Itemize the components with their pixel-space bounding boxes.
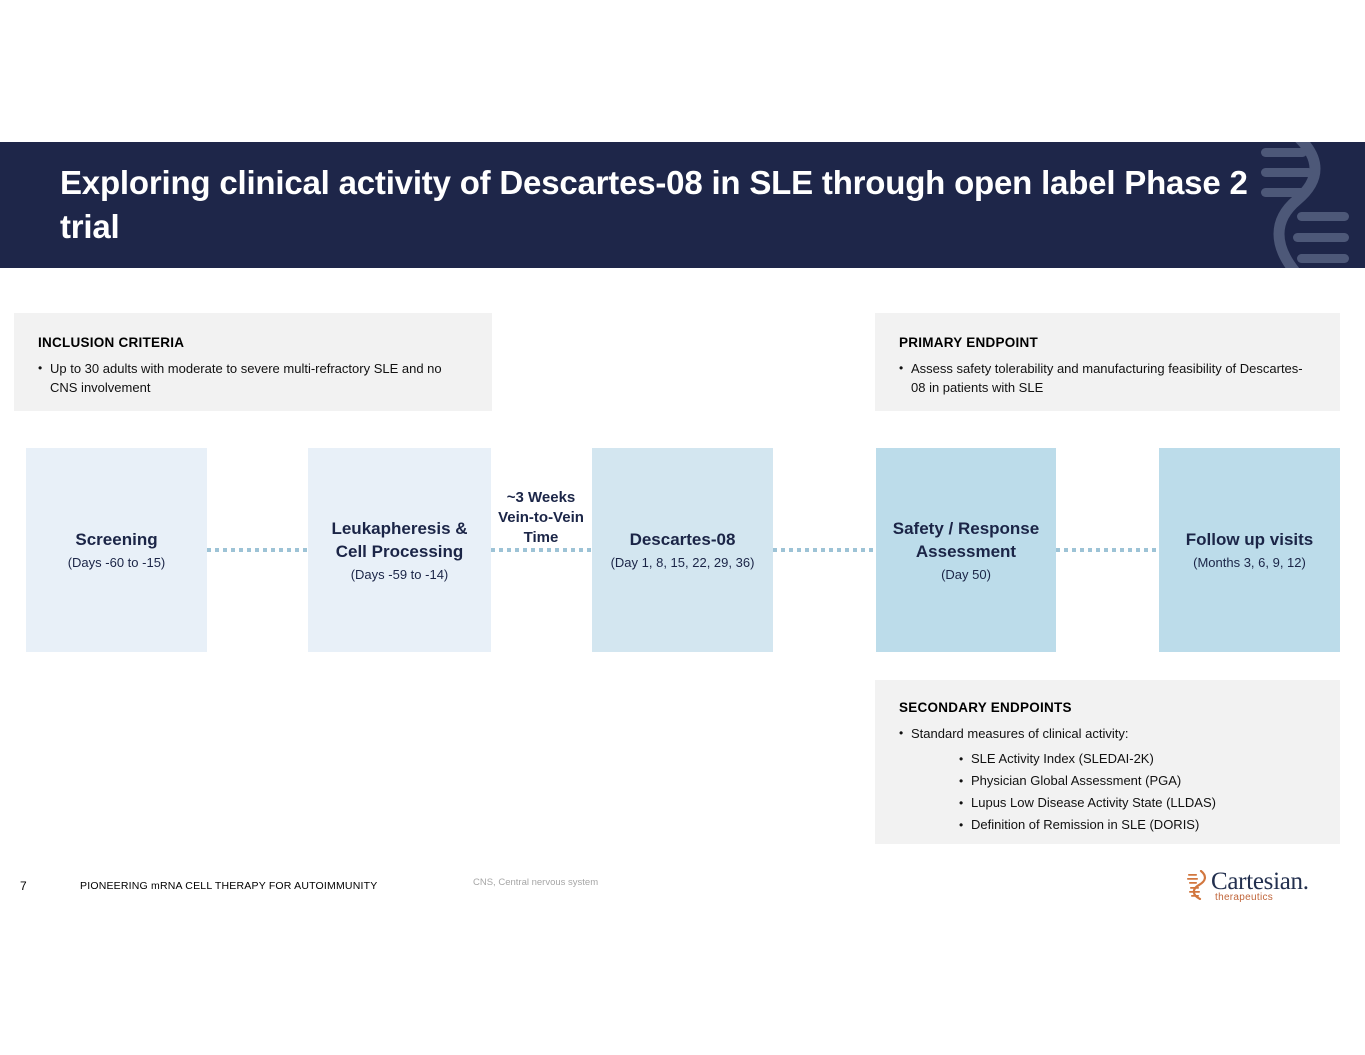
flow-step-subtitle: (Months 3, 6, 9, 12) [1193,555,1306,570]
inclusion-criteria-box: INCLUSION CRITERIA • Up to 30 adults wit… [14,313,492,411]
flow-connector-1 [207,548,308,552]
logo-subtitle: therapeutics [1215,892,1274,903]
secondary-endpoints-sublist: • SLE Activity Index (SLEDAI-2K) • Physi… [899,748,1316,836]
bullet-icon: • [959,774,964,788]
footer-tagline: PIONEERING mRNA CELL THERAPY FOR AUTOIMM… [80,880,378,892]
list-item: • Up to 30 adults with moderate to sever… [38,359,468,397]
bullet-icon: • [899,361,904,375]
flow-step-descartes-08: Descartes-08 (Day 1, 8, 15, 22, 29, 36) [592,448,773,652]
footnote-abbreviation: CNS, Central nervous system [473,877,599,888]
list-item: • Definition of Remission in SLE (DORIS) [899,814,1316,836]
flow-connector-2 [491,548,592,552]
primary-endpoint-box: PRIMARY ENDPOINT • Assess safety tolerab… [875,313,1340,411]
page-number: 7 [20,879,27,893]
flow-step-title: Follow up visits [1185,530,1314,549]
secondary-endpoint-sub-1: Physician Global Assessment (PGA) [971,773,1182,788]
flow-step-safety-response-assessment: Safety / Response Assessment (Day 50) [876,448,1056,652]
secondary-endpoints-lead-bullet: Standard measures of clinical activity: [911,726,1129,741]
flow-step-subtitle: (Day 50) [941,566,991,582]
logo-wordmark: Cartesian. [1211,868,1309,895]
inclusion-criteria-bullet-0: Up to 30 adults with moderate to severe … [50,361,442,395]
list-item: • SLE Activity Index (SLEDAI-2K) [899,748,1316,770]
secondary-endpoints-box: SECONDARY ENDPOINTS • Standard measures … [875,680,1340,844]
flow-step-screening: Screening (Days -60 to -15) [26,448,207,652]
secondary-endpoint-sub-0: SLE Activity Index (SLEDAI-2K) [971,751,1154,766]
flow-step-title: Leukapheresis & Cell Processing [331,518,468,561]
list-item: • Physician Global Assessment (PGA) [899,770,1316,792]
flow-step-subtitle: (Day 1, 8, 15, 22, 29, 36) [610,555,755,570]
flow-connector-4 [1056,548,1159,552]
secondary-endpoints-heading: SECONDARY ENDPOINTS [899,700,1072,715]
flow-step-title: Safety / Response Assessment [892,518,1040,561]
flow-step-subtitle: (Days -60 to -15) [67,555,166,570]
flow-step-follow-up-visits: Follow up visits (Months 3, 6, 9, 12) [1159,448,1340,652]
slide-header-banner: Exploring clinical activity of Descartes… [0,142,1365,268]
flow-step-leukapheresis: Leukapheresis & Cell Processing (Days -5… [308,448,491,652]
inclusion-criteria-heading: INCLUSION CRITERIA [38,335,185,350]
list-item: • Standard measures of clinical activity… [899,724,1316,743]
secondary-endpoint-sub-2: Lupus Low Disease Activity State (LLDAS) [971,795,1216,810]
secondary-endpoint-sub-3: Definition of Remission in SLE (DORIS) [971,817,1200,832]
flow-step-title: Screening [75,530,158,549]
bullet-icon: • [959,752,964,766]
flow-step-subtitle: (Days -59 to -14) [350,566,449,582]
list-item: • Lupus Low Disease Activity State (LLDA… [899,792,1316,814]
bullet-icon: • [38,361,43,375]
list-item: • Assess safety tolerability and manufac… [899,359,1316,397]
bullet-icon: • [959,818,964,832]
cartesian-helix-icon [1187,870,1206,900]
cartesian-therapeutics-logo: Cartesian. therapeutics [1185,868,1330,904]
flow-step-title: Descartes-08 [629,530,736,549]
bullet-icon: • [899,726,904,740]
vein-to-vein-label: ~3 Weeks Vein-to-Vein Time [498,489,584,546]
flow-connector-3 [773,548,876,552]
primary-endpoint-bullet-0: Assess safety tolerability and manufactu… [911,361,1303,395]
bullet-icon: • [959,796,964,810]
page-title: Exploring clinical activity of Descartes… [60,164,1248,245]
trial-flow-diagram: Screening (Days -60 to -15) Leukapheresi… [0,448,1365,652]
primary-endpoint-heading: PRIMARY ENDPOINT [899,335,1039,350]
